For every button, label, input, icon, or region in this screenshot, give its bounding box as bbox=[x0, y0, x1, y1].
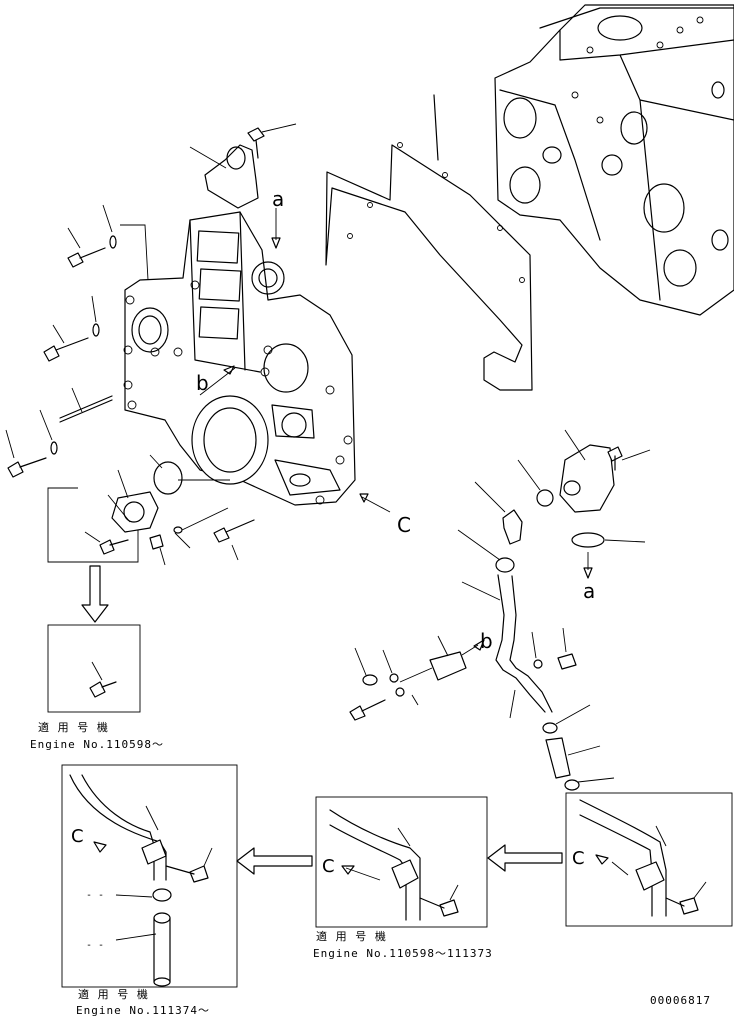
bracket-bolt-left bbox=[349, 699, 386, 721]
water-pipe bbox=[461, 574, 553, 719]
dash-label-2: - - bbox=[86, 940, 104, 951]
arrow-b bbox=[223, 365, 235, 375]
applicable-serial-label-1: Engine No.110598～ bbox=[30, 738, 164, 751]
leader-c bbox=[361, 496, 391, 513]
seal-plug bbox=[149, 454, 230, 495]
cover-bolt-3 bbox=[5, 409, 58, 478]
pipe-bolt-right bbox=[531, 627, 577, 670]
variant-panel-2 bbox=[315, 796, 488, 928]
callout-c-panel1: C bbox=[572, 848, 585, 869]
arrow-a bbox=[271, 237, 281, 249]
applicable-serial-label-3-jp: 適 用 号 機 bbox=[78, 987, 149, 1001]
o-ring bbox=[173, 507, 229, 549]
callout-a-thermo: a bbox=[583, 579, 595, 603]
cover-bolt-4 bbox=[213, 519, 255, 561]
mounting-bracket bbox=[189, 144, 259, 209]
plate-inset-box bbox=[47, 469, 159, 563]
leader-b bbox=[199, 367, 236, 396]
hose-clamp-1 bbox=[517, 459, 554, 507]
engine-block bbox=[494, 4, 734, 316]
callout-b-cover: b bbox=[196, 371, 209, 395]
variant-panel-3 bbox=[61, 764, 238, 988]
callout-b-pipe: b bbox=[480, 629, 493, 653]
callout-c-panel3: C bbox=[71, 826, 84, 847]
cover-bolt-2 bbox=[43, 295, 100, 362]
drawing-number: 00006817 bbox=[650, 994, 711, 1007]
front-cover-gasket bbox=[325, 94, 533, 391]
applicable-serial-label-2: Engine No.110598～111373 bbox=[313, 947, 493, 960]
applicable-serial-label-3: Engine No.111374～ bbox=[76, 1004, 210, 1016]
hose-clamp-2 bbox=[457, 529, 515, 573]
front-gear-cover bbox=[123, 211, 356, 506]
thermostat-bolt bbox=[607, 446, 651, 471]
arrow-b-pipe bbox=[473, 639, 485, 651]
cover-bolt-1 bbox=[67, 204, 149, 281]
arrow-a-thermo bbox=[583, 567, 593, 579]
callout-a-top: a bbox=[272, 187, 284, 211]
transition-arrow-down bbox=[81, 565, 109, 623]
callout-c-panel2: C bbox=[322, 856, 335, 877]
short-hose bbox=[545, 737, 601, 779]
transition-arrow-left-1 bbox=[487, 844, 563, 872]
inset-box-bolt bbox=[47, 624, 141, 713]
hose-clamp-4 bbox=[564, 777, 615, 791]
arrow-c bbox=[359, 493, 369, 503]
elbow-hose bbox=[474, 481, 523, 545]
small-plug bbox=[149, 534, 166, 566]
bracket-washers bbox=[354, 647, 433, 706]
variant-panel-1 bbox=[565, 792, 733, 927]
callout-c-cover: C bbox=[397, 513, 411, 537]
thermostat-seal bbox=[571, 532, 646, 548]
applicable-serial-label-2-jp: 適 用 号 機 bbox=[316, 929, 387, 943]
applicable-serial-label-1-jp: 適 用 号 機 bbox=[38, 720, 109, 734]
pipe-bracket bbox=[429, 635, 467, 681]
hose-clamp-3 bbox=[542, 704, 591, 734]
dash-label-1: - - bbox=[86, 890, 104, 901]
bracket-bolt bbox=[247, 123, 297, 159]
thermostat-housing bbox=[559, 429, 615, 513]
transition-arrow-left-2 bbox=[236, 847, 313, 875]
dowel-pin bbox=[59, 387, 113, 423]
